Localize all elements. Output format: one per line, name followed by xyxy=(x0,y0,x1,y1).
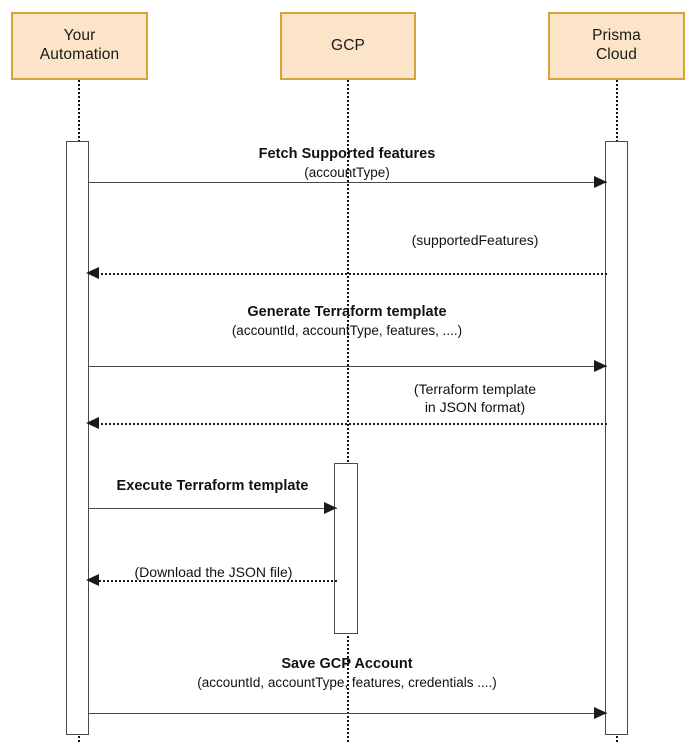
participant-label-gcp: GCP xyxy=(331,37,365,56)
message-arrowhead-1 xyxy=(594,176,607,188)
message-title-3: Generate Terraform template xyxy=(247,304,447,320)
message-line-2 xyxy=(96,273,607,275)
message-label-5: Execute Terraform template xyxy=(88,477,337,496)
message-arrowhead-4 xyxy=(86,417,99,429)
message-label-3: Generate Terraform template (accountId, … xyxy=(88,303,606,339)
message-line-5 xyxy=(89,508,337,509)
message-line-4 xyxy=(96,423,607,425)
participant-label-line2: Automation xyxy=(39,46,120,63)
message-label-2: (supportedFeatures) xyxy=(344,232,606,250)
participant-label-line1: Your xyxy=(63,27,96,45)
message-arrowhead-6 xyxy=(86,574,99,586)
message-sub-2: (supportedFeatures) xyxy=(411,232,539,248)
message-sub-6: (Download the JSON file) xyxy=(134,564,293,580)
participant-box-your-automation[interactable]: Your Automation xyxy=(11,12,148,80)
message-arrowhead-7 xyxy=(594,707,607,719)
message-title-5: Execute Terraform template xyxy=(116,478,309,494)
activation-bar-your-automation xyxy=(66,141,89,735)
activation-bar-gcp xyxy=(334,463,358,634)
message-arrowhead-3 xyxy=(594,360,607,372)
participant-box-prisma-cloud[interactable]: Prisma Cloud xyxy=(548,12,685,80)
participant-label-line2: Cloud xyxy=(595,46,637,63)
participant-label-line1: GCP xyxy=(331,36,365,54)
message-label-6: (Download the JSON file) xyxy=(90,564,337,582)
message-sub-3: (accountId, accountType, features, ....) xyxy=(231,322,463,338)
message-line-1 xyxy=(89,182,607,183)
message-sub-7: (accountId, accountType, features, crede… xyxy=(197,674,497,690)
lifeline-gcp xyxy=(347,80,349,742)
message-label-1: Fetch Supported features (accountType) xyxy=(88,145,606,181)
activation-bar-prisma-cloud xyxy=(605,141,628,735)
participant-label-your-automation: Your Automation xyxy=(40,27,119,65)
message-title-1: Fetch Supported features xyxy=(258,146,436,162)
message-sub-4-line2: in JSON format) xyxy=(424,398,526,415)
message-arrowhead-2 xyxy=(86,267,99,279)
message-line-6 xyxy=(96,580,337,582)
message-sub-1: (accountType) xyxy=(304,164,390,180)
participant-box-gcp[interactable]: GCP xyxy=(280,12,416,80)
message-label-4: (Terraform template in JSON format) xyxy=(344,381,606,417)
message-line-7 xyxy=(89,713,607,714)
message-line-3 xyxy=(89,366,607,367)
message-label-7: Save GCP Account (accountId, accountType… xyxy=(88,655,606,691)
participant-label-prisma-cloud: Prisma Cloud xyxy=(592,27,641,65)
message-arrowhead-5 xyxy=(324,502,337,514)
participant-label-line1: Prisma xyxy=(592,27,641,45)
message-title-7: Save GCP Account xyxy=(281,656,413,672)
message-sub-4-line1: (Terraform template xyxy=(413,381,537,397)
